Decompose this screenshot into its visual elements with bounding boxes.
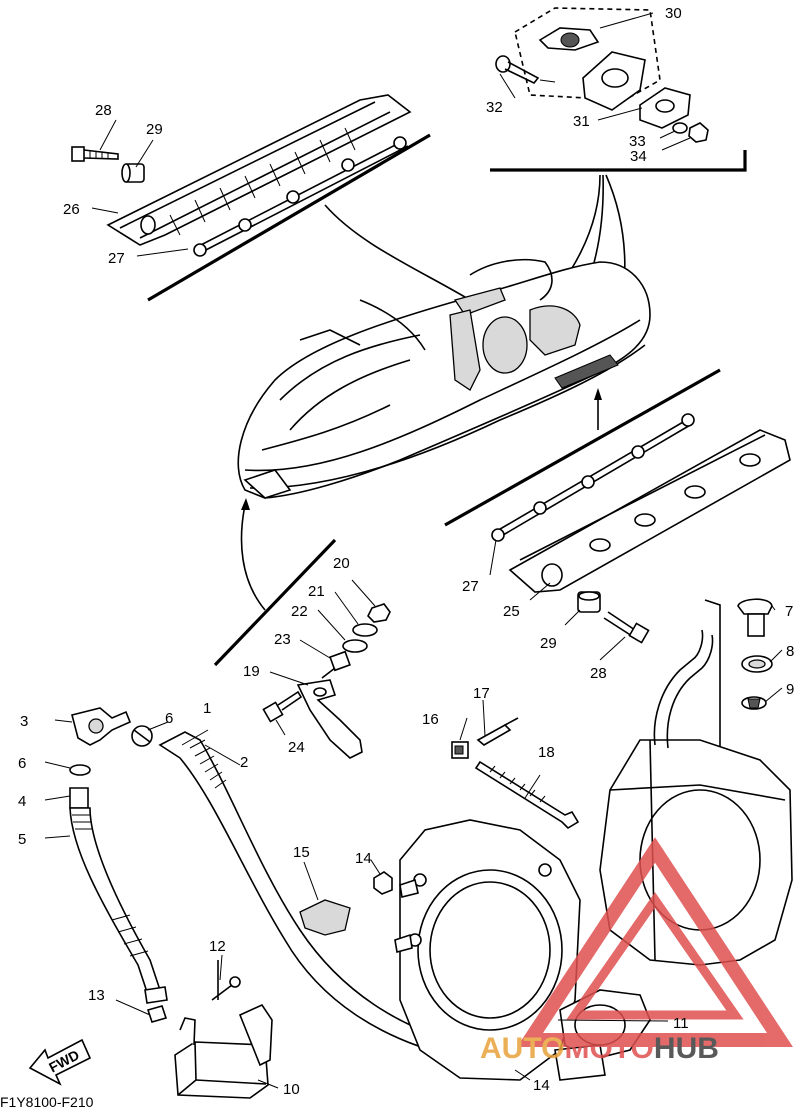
callout-22: 22 — [291, 603, 308, 620]
plate-30 — [582, 51, 646, 111]
callout-14-bottom: 14 — [533, 1077, 550, 1094]
nut-14-top — [373, 871, 393, 895]
electrical-box — [174, 960, 273, 1099]
callout-5: 5 — [18, 831, 26, 848]
washer-21 — [352, 623, 378, 637]
lever-30 — [538, 27, 600, 51]
callout-3: 3 — [20, 713, 28, 730]
mount-bracket-assembly — [495, 7, 709, 143]
callout-10: 10 — [283, 1081, 300, 1098]
callout-34: 34 — [630, 148, 647, 165]
callout-31: 31 — [573, 113, 590, 130]
bolt-28-left — [71, 146, 119, 162]
callout-18: 18 — [538, 744, 555, 761]
callout-9: 9 — [786, 681, 794, 698]
gasket-31 — [639, 87, 691, 129]
bolt-24 — [262, 690, 303, 723]
rivet-17 — [476, 717, 519, 746]
callout-20: 20 — [333, 555, 350, 572]
bolt-28-right — [603, 611, 650, 644]
diagram-code: F1Y8100-F210 — [0, 1094, 94, 1110]
drain-plug-assembly — [737, 598, 773, 710]
callout-14-top: 14 — [355, 850, 372, 867]
washer-33 — [672, 122, 688, 134]
callout-26: 26 — [63, 201, 80, 218]
rivet-12 — [211, 960, 241, 1001]
pipe-4 — [69, 787, 89, 809]
callout-28-right: 28 — [590, 665, 607, 682]
callout-32: 32 — [486, 99, 503, 116]
bracket-19 — [296, 679, 363, 759]
rail-grommets — [193, 136, 407, 257]
nut-20 — [367, 603, 391, 623]
cover-15 — [299, 899, 351, 936]
callout-2: 2 — [240, 754, 248, 771]
o-ring-8 — [741, 655, 773, 673]
callout-7: 7 — [785, 603, 793, 620]
clamp-13 — [146, 1005, 168, 1023]
callout-4: 4 — [18, 793, 26, 810]
callout-25: 25 — [503, 603, 520, 620]
right-side-rail-assembly — [491, 413, 791, 644]
callout-33: 33 — [629, 133, 646, 150]
plug-7 — [737, 598, 773, 637]
collar-29-right — [577, 591, 601, 613]
callout-16: 16 — [422, 711, 439, 728]
section-dividers — [147, 133, 747, 757]
callout-6-left: 6 — [18, 755, 26, 772]
callout-1: 1 — [203, 700, 211, 717]
watermark-logo: AUTOMOTOHUB — [480, 837, 793, 1065]
callout-24: 24 — [288, 739, 305, 756]
clip-9 — [741, 696, 767, 710]
bolt-23 — [321, 650, 351, 679]
clip-16 — [451, 741, 469, 759]
left-side-rail-assembly — [71, 94, 412, 257]
rail-slots — [589, 453, 761, 552]
callout-8: 8 — [786, 643, 794, 660]
nut-34 — [688, 122, 709, 143]
callout-12: 12 — [209, 938, 226, 955]
engine-mount-plate — [394, 819, 581, 1081]
callout-labels: 28 29 26 27 30 32 31 33 34 20 21 22 23 1… — [18, 5, 794, 1098]
callout-27-right: 27 — [462, 578, 479, 595]
callout-leaders — [44, 12, 783, 1089]
callout-17: 17 — [473, 685, 490, 702]
bracket-assembly — [262, 603, 391, 759]
callout-29-top: 29 — [146, 121, 163, 138]
forward-arrow: FWD — [28, 1038, 92, 1086]
callout-15: 15 — [293, 844, 310, 861]
collar-29-left — [121, 163, 145, 183]
elbow-fitting-3 — [71, 707, 132, 746]
callout-28-top: 28 — [95, 102, 112, 119]
hose-5 — [69, 807, 161, 997]
callout-13: 13 — [88, 987, 105, 1004]
callout-29-right: 29 — [540, 635, 557, 652]
rail-grommets-right — [491, 413, 695, 542]
callout-30: 30 — [665, 5, 682, 22]
watermark-text: AUTOMOTOHUB — [480, 1032, 719, 1065]
callout-27-top: 27 — [108, 250, 125, 267]
clamp-6-left — [69, 764, 91, 776]
callout-19: 19 — [243, 663, 260, 680]
washer-22 — [342, 639, 368, 653]
clamp-6-right — [131, 725, 153, 747]
bolt-32 — [495, 55, 540, 84]
callout-6-right: 6 — [165, 710, 173, 727]
watercraft-hull — [237, 258, 651, 499]
callout-21: 21 — [308, 583, 325, 600]
rail-ribs — [169, 127, 356, 236]
callout-23: 23 — [274, 631, 291, 648]
callout-11: 11 — [673, 1015, 689, 1032]
